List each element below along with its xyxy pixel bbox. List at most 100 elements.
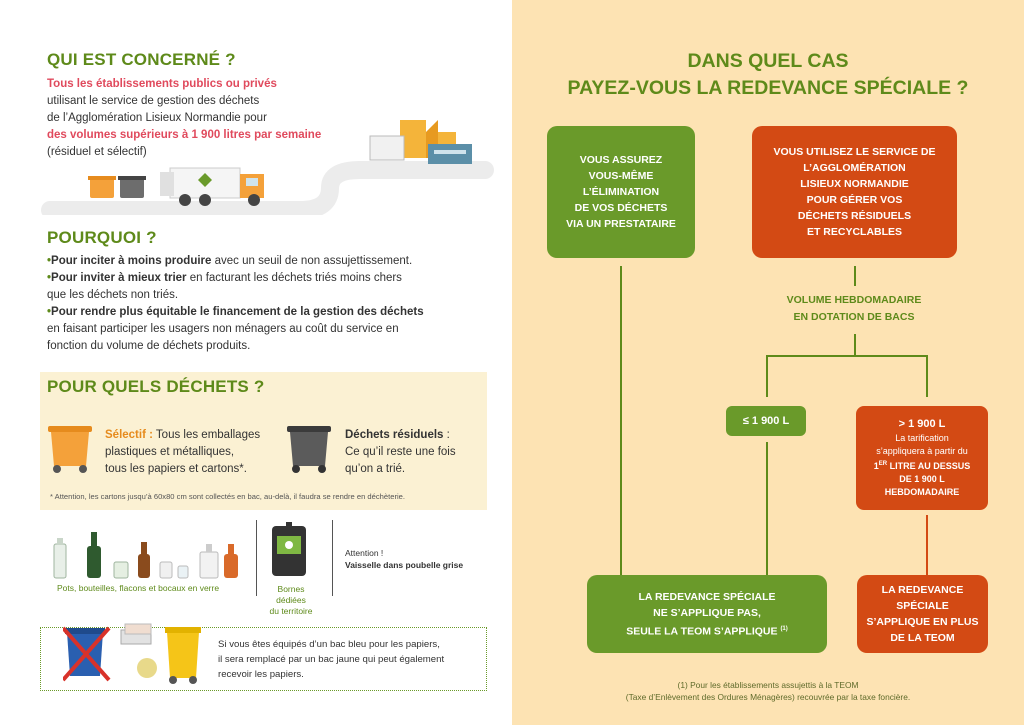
truck-road-illustration — [41, 120, 494, 215]
which-title: POUR QUELS DÉCHETS ? — [47, 377, 265, 396]
cartons-note: * Attention, les cartons jusqu’à 60x80 c… — [50, 492, 406, 501]
selectif-label: Sélectif : — [105, 429, 153, 441]
bornes-l2: du territoire — [269, 606, 313, 616]
connector-left-branch — [766, 355, 768, 397]
glass-bank-icon — [272, 522, 306, 576]
result-not-applicable: LA REDEVANCE SPÉCIALE NE S’APPLIQUE PAS,… — [587, 575, 827, 653]
paper-l2: il sera remplacé par un bac jaune qui pe… — [218, 654, 445, 665]
service-l3: LISIEUX NORMANDIE — [800, 178, 909, 190]
result-green-l1: LA REDEVANCE SPÉCIALE — [638, 590, 776, 603]
service-l4: POUR GÉRER VOS — [806, 194, 903, 206]
glass-caption: Pots, bouteilles, flacons et bocaux en v… — [57, 583, 220, 593]
glass-items-illustration — [53, 532, 238, 579]
service-l6: ET RECYCLABLES — [806, 226, 903, 238]
why-b2-line2: que les déchets non triés. — [47, 289, 179, 301]
result-green-l3-text: SEULE LA TEOM S’APPLIQUE — [626, 625, 778, 638]
why-b3-line2: en faisant participer les usagers non mé… — [47, 323, 399, 335]
bornes-caption: Bornes dédiées du territoire — [262, 584, 320, 617]
volume-l2: EN DOTATION DE BACS — [793, 311, 915, 323]
connector-prestataire — [620, 266, 622, 576]
volume-label: VOLUME HEBDOMADAIRE EN DOTATION DE BACS — [744, 292, 964, 326]
footnote: (1) Pour les établissements assujettis à… — [512, 679, 1024, 703]
paper-panel: Si vous êtes équipés d’un bac bleu pour … — [40, 623, 487, 691]
concerned-line2: utilisant le service de gestion des déch… — [47, 95, 260, 107]
result-green-l2: NE S’APPLIQUE PAS, — [653, 606, 761, 619]
vaisselle-text: Vaisselle dans poubelle grise — [345, 560, 464, 570]
gt-l3: 1ER LITRE AU DESSUS — [874, 458, 971, 473]
gt-l2: s’appliquera à partir du — [876, 446, 968, 456]
right-panel: DANS QUEL CAS PAYEZ-VOUS LA REDEVANCE SP… — [512, 0, 1024, 725]
why-text: •Pour inciter à moins produire avec un s… — [47, 253, 487, 355]
gt-l3-a: 1 — [873, 461, 879, 471]
service-l5: DÉCHETS RÉSIDUELS — [797, 210, 912, 222]
gt-l1: La tarification — [895, 433, 949, 443]
residuel-colon: : — [443, 429, 450, 441]
residuel-label: Déchets résiduels — [345, 429, 444, 441]
concerned-line4: des volumes supérieurs à 1 900 litres pa… — [47, 129, 322, 141]
why-b3-line3: fonction du volume de déchets produits. — [47, 340, 251, 352]
residuel-l1: Ce qu’il reste une fois — [345, 446, 456, 458]
orange-bin-icon — [48, 426, 92, 473]
why-b2-rest: en facturant les déchets triés moins che… — [186, 272, 402, 284]
service-l2: L’AGGLOMÉRATION — [803, 162, 906, 174]
flow-title-l1: DANS QUEL CAS — [687, 50, 849, 72]
bullet-icon: • — [47, 272, 52, 284]
prestataire-l4: DE VOS DÉCHETS — [574, 202, 668, 214]
gt-1900-title: > 1 900 L — [898, 418, 946, 430]
vaisselle-note: Attention ! Vaisselle dans poubelle gris… — [345, 547, 463, 571]
why-title: POURQUOI ? — [47, 228, 157, 247]
attention-label: Attention ! — [345, 548, 384, 558]
concerned-text: Tous les établissements publics ou privé… — [47, 76, 477, 161]
connector-volume — [854, 334, 856, 356]
why-b3-bold: Pour rendre plus équitable le financemen… — [51, 306, 424, 318]
connector-service — [854, 266, 856, 286]
concerned-line1: Tous les établissements publics ou privé… — [47, 78, 277, 90]
prestataire-l5: VIA UN PRESTATAIRE — [566, 218, 676, 230]
why-bullet-3: •Pour rendre plus équitable le financeme… — [47, 304, 487, 321]
concerned-line5: (résiduel et sélectif) — [47, 146, 147, 158]
bornes-l1: Bornes dédiées — [276, 584, 306, 605]
flow-title-l2: PAYEZ-VOUS LA REDEVANCE SPÉCIALE ? — [567, 77, 969, 99]
divider-left — [256, 520, 257, 596]
result-red-l2: SPÉCIALE — [896, 600, 949, 612]
prestataire-l3: L’ÉLIMINATION — [582, 186, 660, 198]
connector-right-branch — [926, 355, 928, 397]
prestataire-l2: VOUS-MÊME — [588, 170, 654, 182]
blue-to-yellow-bin-illustration — [63, 623, 201, 684]
volume-l1: VOLUME HEBDOMADAIRE — [786, 294, 922, 306]
gt-l3-sup: ER — [878, 461, 888, 467]
residuel-l2: qu’on a trié. — [345, 463, 406, 475]
result-red-l1: LA REDEVANCE — [881, 584, 964, 596]
connector-split — [766, 355, 928, 357]
connector-le-result — [766, 442, 768, 576]
why-b2-bold: Pour inviter à mieux trier — [51, 272, 187, 284]
footnote-l1: (1) Pour les établissements assujettis à… — [677, 680, 859, 690]
paper-l1: Si vous êtes équipés d’un bac bleu pour … — [218, 639, 440, 650]
why-b1-rest: avec un seuil de non assujettissement. — [211, 255, 413, 267]
why-b1-bold: Pour inciter à moins produire — [51, 255, 212, 267]
box-prestataire: VOUS ASSUREZ VOUS-MÊME L’ÉLIMINATION DE … — [547, 126, 695, 258]
paper-text: Si vous êtes équipés d’un bac bleu pour … — [218, 637, 444, 682]
paper-l3: recevoir les papiers. — [218, 669, 304, 680]
service-l1: VOUS UTILISEZ LE SERVICE DE — [773, 146, 936, 158]
selectif-text: Sélectif : Tous les emballages plastique… — [105, 427, 305, 478]
result-green-sup: (1) — [780, 625, 788, 632]
grey-bin-icon — [287, 426, 331, 473]
prestataire-l1: VOUS ASSUREZ — [579, 154, 663, 166]
gt-l4: DE 1 900 L — [899, 474, 945, 484]
residuel-text: Déchets résiduels : Ce qu’il reste une f… — [345, 427, 485, 478]
gt-l5: HEBDOMADAIRE — [884, 487, 960, 497]
footnote-l2: (Taxe d’Enlèvement des Ordures Ménagères… — [625, 692, 911, 702]
which-waste-panel: POUR QUELS DÉCHETS ? Sélectif : Tous les… — [40, 372, 487, 510]
bullet-icon: • — [47, 255, 52, 267]
box-gt-1900: > 1 900 L La tarification s’appliquera à… — [856, 406, 988, 510]
result-applicable: LA REDEVANCE SPÉCIALE S’APPLIQUE EN PLUS… — [857, 575, 988, 653]
result-red-l4: DE LA TEOM — [890, 632, 955, 644]
why-bullet-2: •Pour inviter à mieux trier en facturant… — [47, 270, 487, 287]
selectif-l3: tous les papiers et cartons*. — [105, 463, 247, 475]
left-panel: QUI EST CONCERNÉ ? Tous les établissemen… — [40, 50, 494, 691]
gt-l3-b: LITRE AU DESSUS — [887, 461, 971, 471]
box-service: VOUS UTILISEZ LE SERVICE DE L’AGGLOMÉRAT… — [752, 126, 957, 258]
concerned-title: QUI EST CONCERNÉ ? — [47, 50, 236, 69]
